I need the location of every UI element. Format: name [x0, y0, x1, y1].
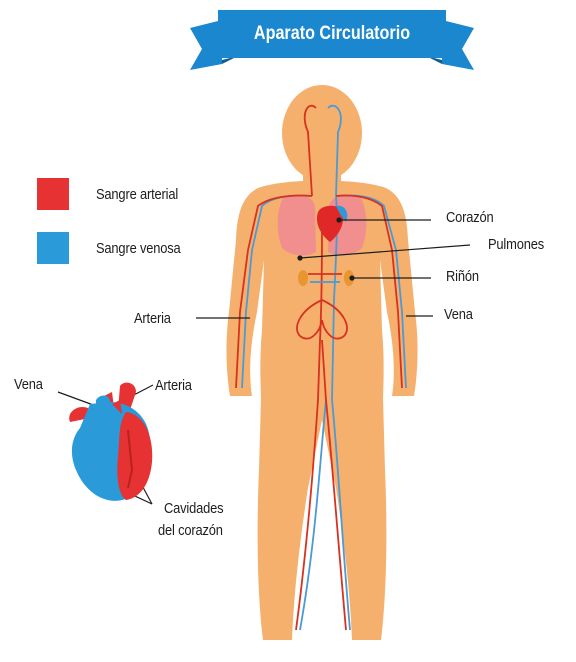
vein-heart-label: Vena	[14, 376, 43, 393]
body-silhouette	[226, 85, 417, 640]
legend-venous-swatch	[37, 232, 69, 264]
title-container: Aparato Circulatorio	[218, 24, 446, 44]
artery-heart-label: Arteria	[155, 377, 192, 394]
cavities-label-line1: Cavidades	[164, 500, 223, 517]
kidney-label: Riñón	[446, 268, 479, 285]
legend-arterial-label: Sangre arterial	[96, 186, 178, 203]
vein-body-label: Vena	[444, 306, 473, 323]
cavities-label-line2: del corazón	[158, 522, 223, 539]
heart-label: Corazón	[446, 209, 494, 226]
title: Aparato Circulatorio	[235, 24, 429, 43]
lungs-label: Pulmones	[488, 236, 544, 253]
legend-arterial-swatch	[37, 178, 69, 210]
legend-venous-label: Sangre venosa	[96, 240, 181, 257]
artery-body-label: Arteria	[134, 310, 171, 327]
